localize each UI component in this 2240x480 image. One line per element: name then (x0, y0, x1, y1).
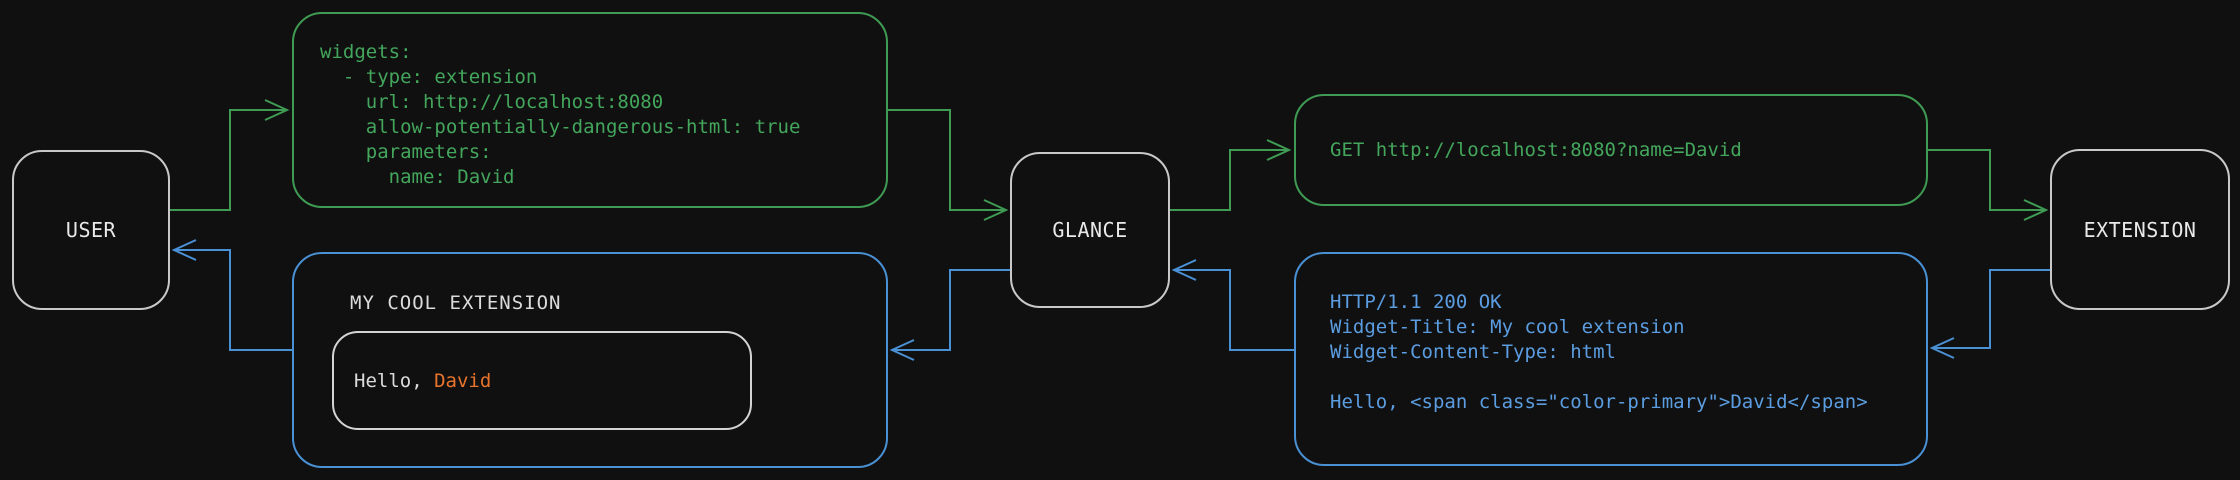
node-extension-label: EXTENSION (2083, 217, 2197, 242)
node-user: USER (12, 150, 170, 310)
arrowhead-glance-to-widget-icon (889, 339, 915, 361)
http-response-code: HTTP/1.1 200 OK Widget-Title: My cool ex… (1330, 291, 1868, 413)
arrowhead-glance-to-request-icon (1266, 139, 1292, 161)
arrow-widget-to-user (174, 249, 292, 351)
greeting-prefix: Hello, (354, 369, 435, 392)
arrowhead-user-to-config-icon (264, 99, 290, 121)
http-request-box: GET http://localhost:8080?name=David (1294, 94, 1928, 206)
arrow-glance-to-widget (892, 269, 1010, 351)
node-glance-label: GLANCE (1052, 218, 1128, 242)
widget-preview-box: MY COOL EXTENSION Hello, David (292, 252, 888, 468)
arrow-config-to-glance (888, 109, 1006, 211)
arrow-response-to-glance (1174, 269, 1294, 351)
widget-preview-title: MY COOL EXTENSION (350, 292, 562, 314)
arrow-request-to-extension (1928, 149, 2046, 211)
arrowhead-extension-to-response-icon (1929, 337, 1955, 359)
arrow-extension-to-response (1932, 269, 2050, 349)
widget-greeting-box: Hello, David (332, 331, 752, 430)
arrowhead-request-to-extension-icon (2023, 199, 2049, 221)
arrow-glance-to-request (1170, 149, 1289, 211)
node-extension: EXTENSION (2050, 149, 2230, 310)
greeting-name: David (434, 369, 492, 392)
node-glance: GLANCE (1010, 152, 1170, 308)
http-request-code: GET http://localhost:8080?name=David (1330, 138, 1742, 161)
node-user-label: USER (65, 218, 117, 242)
config-yaml-box: widgets: - type: extension url: http://l… (292, 12, 888, 208)
arrowhead-response-to-glance-icon (1171, 259, 1197, 281)
arrowhead-widget-to-user-icon (171, 239, 197, 261)
http-response-box: HTTP/1.1 200 OK Widget-Title: My cool ex… (1294, 252, 1928, 466)
arrowhead-config-to-glance-icon (983, 199, 1009, 221)
config-yaml-code: widgets: - type: extension url: http://l… (320, 41, 801, 188)
arrow-user-to-config (170, 109, 287, 211)
